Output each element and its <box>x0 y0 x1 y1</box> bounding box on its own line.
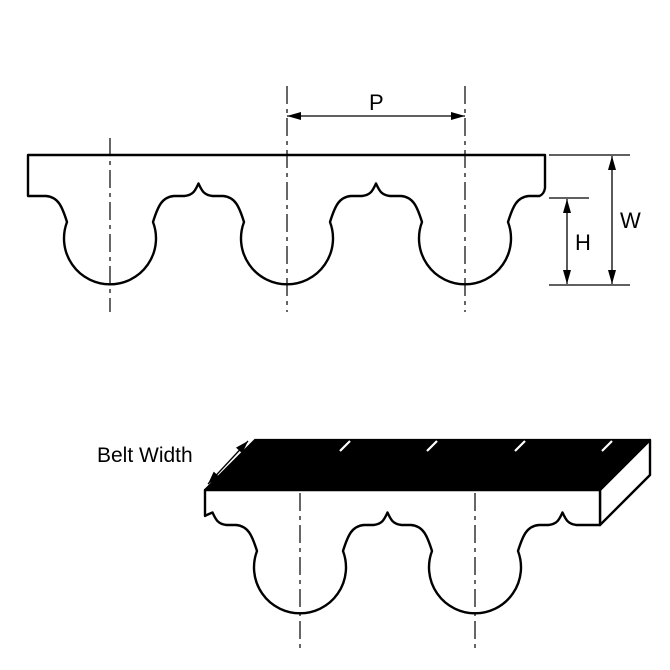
belt-width-arrow-head-upper <box>236 441 248 454</box>
pitch-arrow-left <box>287 112 301 120</box>
belt-top-face <box>203 438 652 492</box>
overall-height-dimension: W <box>549 154 641 286</box>
w-arrow-bottom <box>608 270 616 284</box>
belt-width-callout: Belt Width <box>97 440 249 485</box>
pitch-arrow-right <box>451 112 465 120</box>
top-face-tick-4 <box>601 440 613 452</box>
belt-width-label: Belt Width <box>97 444 193 467</box>
profile-view: P W H <box>26 86 641 312</box>
tooth-height-dimension: H <box>549 197 591 284</box>
h-arrow-top <box>563 199 571 213</box>
w-arrow-top <box>608 156 616 170</box>
belt-width-arrow-head-lower <box>208 471 220 484</box>
tooth-height-label: H <box>575 230 591 255</box>
isometric-view: Belt Width <box>97 438 652 648</box>
belt-front-profile <box>203 488 602 615</box>
top-face-tick-3 <box>514 440 526 452</box>
top-face-tick-2 <box>426 440 438 452</box>
h-arrow-bottom <box>563 270 571 284</box>
pitch-label: P <box>369 90 384 115</box>
top-face-tick-1 <box>339 440 351 452</box>
overall-height-label: W <box>620 208 641 233</box>
pitch-dimension: P <box>287 90 465 120</box>
